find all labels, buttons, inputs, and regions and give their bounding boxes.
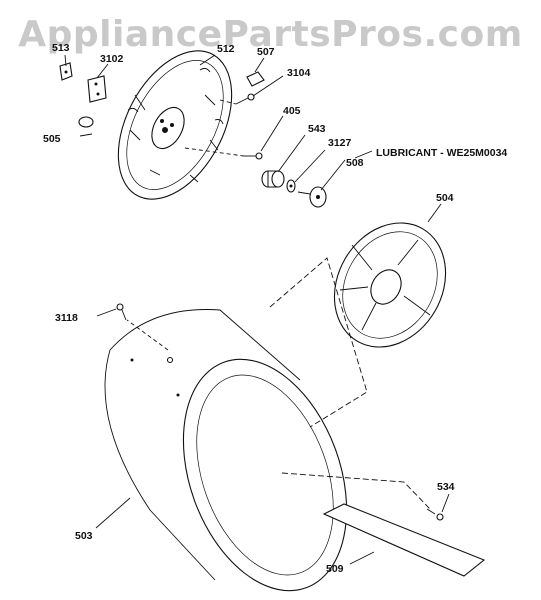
- label-lubricant: LUBRICANT - WE25M0034: [376, 147, 507, 159]
- part-3118-screw: [116, 303, 127, 321]
- rear-bulkhead-part: [117, 50, 233, 200]
- label-503: 503: [75, 530, 93, 542]
- label-543: 543: [308, 123, 326, 135]
- label-512: 512: [217, 43, 235, 55]
- part-534-screw: [426, 508, 444, 521]
- drum-front-part: [333, 222, 447, 348]
- part-513-bracket: [59, 62, 73, 81]
- label-508: 508: [346, 157, 364, 169]
- part-505-pad: [78, 116, 94, 128]
- label-3104: 3104: [287, 67, 311, 79]
- label-3118: 3118: [55, 312, 78, 324]
- label-507: 507: [257, 46, 275, 58]
- label-504: 504: [436, 192, 454, 204]
- leader-lines: [64, 54, 450, 565]
- part-3127-washer: [286, 179, 296, 193]
- part-509-slide: [322, 503, 486, 577]
- label-534: 534: [437, 481, 455, 493]
- part-508-shaft: [297, 186, 327, 208]
- part-405-screw: [244, 152, 263, 160]
- label-505: 505: [43, 133, 61, 145]
- label-513: 513: [52, 42, 70, 54]
- label-3102: 3102: [100, 53, 124, 65]
- watermark: AppliancePartsPros.com: [18, 14, 523, 55]
- label-509: 509: [326, 563, 344, 575]
- assembly-lines: [126, 99, 431, 510]
- part-3102-plate: [87, 75, 107, 103]
- part-3104-screw: [235, 93, 255, 105]
- label-3127: 3127: [328, 137, 352, 149]
- drum-part: [104, 309, 348, 592]
- part-507-clip: [246, 71, 265, 87]
- part-543-bearing: [261, 170, 285, 188]
- label-405: 405: [283, 105, 301, 117]
- part-labels: 513 3102 512 507 3104 505 405 543 3127 5…: [43, 42, 507, 575]
